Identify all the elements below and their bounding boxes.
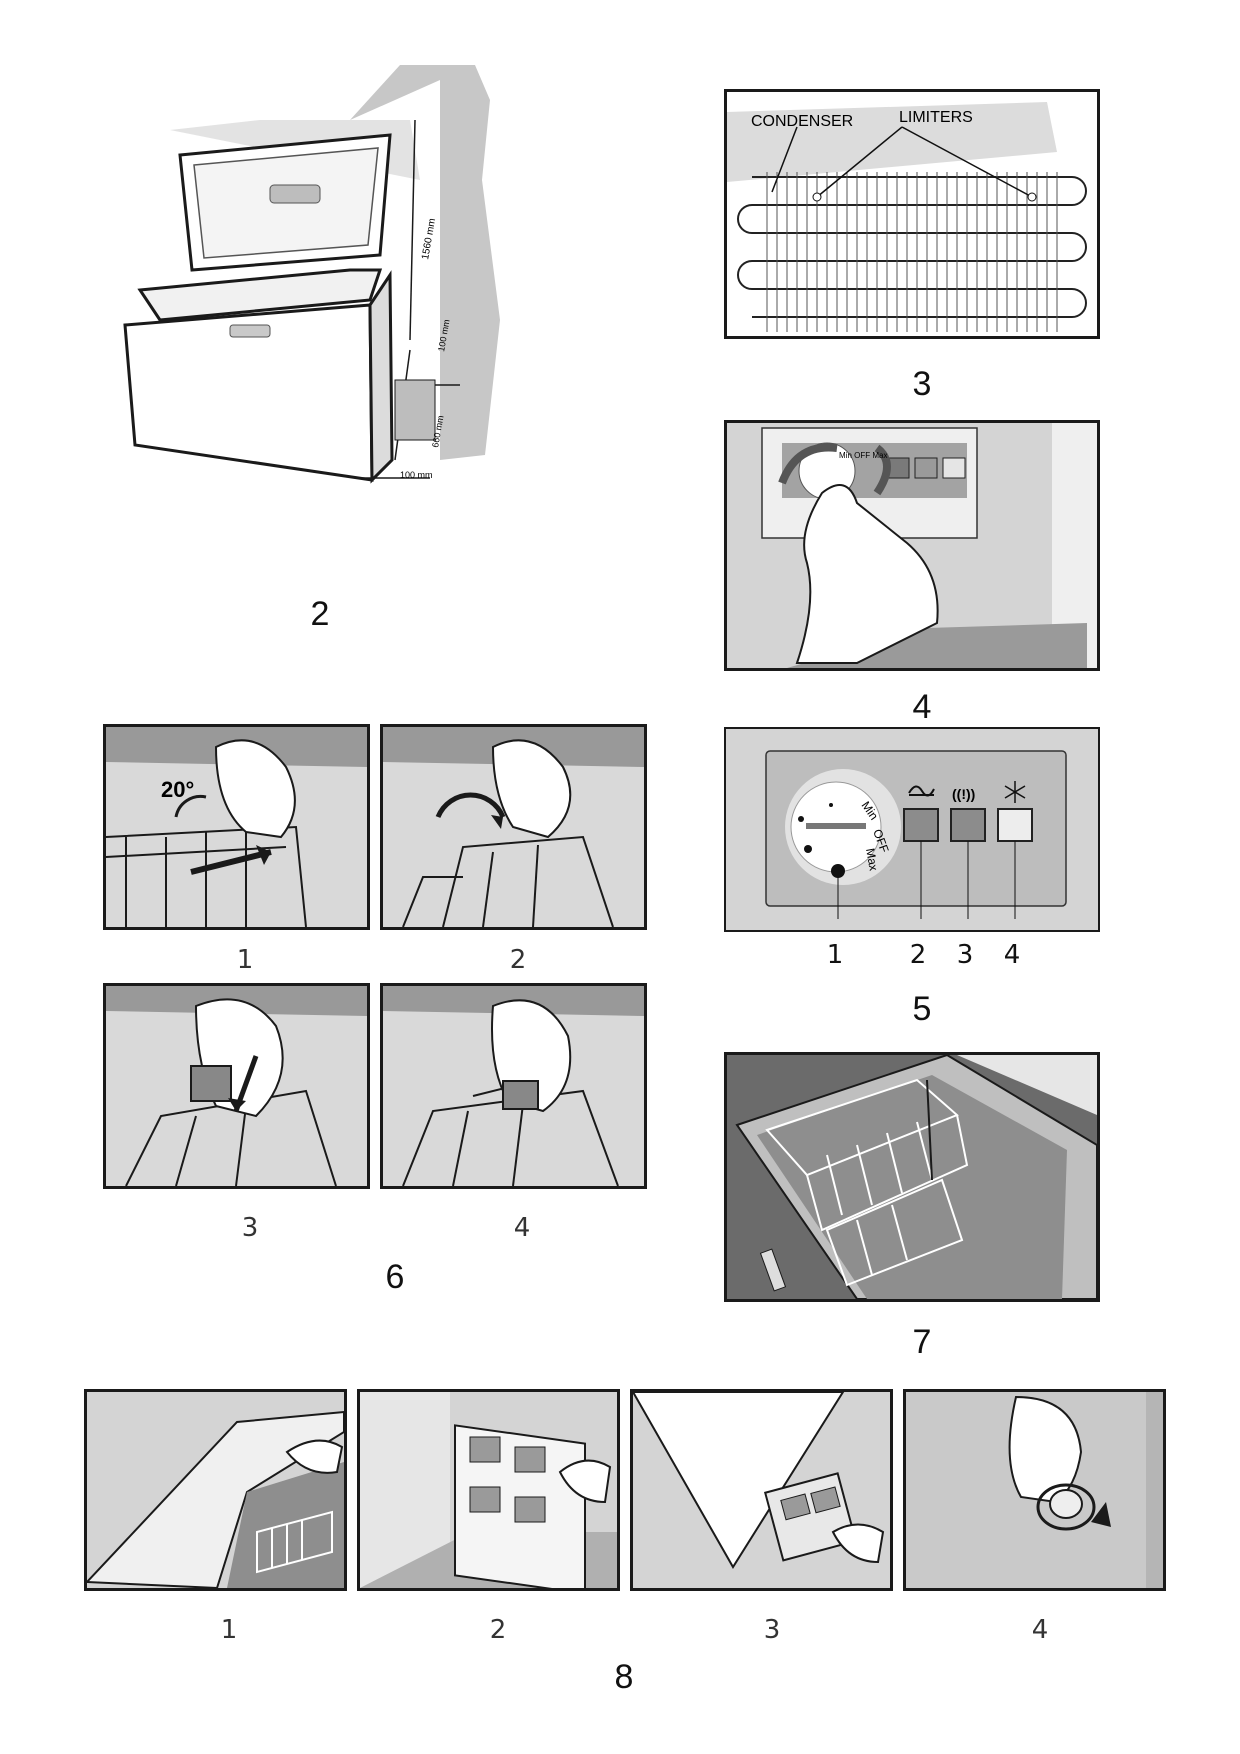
basket-icon [402, 835, 614, 927]
fig5-callout-3: 3 [956, 940, 974, 970]
hand-icon [795, 484, 939, 664]
figure-5-panel: Min OFF Max ((!)) [724, 727, 1100, 932]
fig6-step-1-label: 1 [236, 945, 254, 975]
figure-6-step-1: 20° [103, 724, 370, 930]
basket-icon [256, 1510, 333, 1574]
fig5-callout-1: 1 [826, 940, 844, 970]
figure-8-step-2 [357, 1389, 620, 1591]
drain-plug-icon [1036, 1483, 1111, 1531]
dial-scale-text: Min OFF Max [839, 451, 887, 460]
hand-icon [214, 739, 296, 839]
figure-4-panel: Min OFF Max [724, 420, 1100, 671]
figure-4-number: 4 [912, 688, 932, 726]
fig5-callout-2: 2 [909, 940, 927, 970]
figure-6-step-3 [103, 983, 370, 1189]
basket-icon [106, 825, 307, 927]
figure-3-number: 3 [912, 365, 932, 403]
dim-height-label: 1560 mm [420, 218, 438, 261]
hand-icon [831, 1523, 885, 1564]
figure-2: 1560 mm 100 mm 660 mm 100 mm [110, 60, 530, 560]
limiters-label: LIMITERS [899, 109, 973, 126]
figure-8-number: 8 [614, 1658, 634, 1696]
hand-icon [285, 1439, 344, 1474]
angle-label: 20° [161, 777, 194, 802]
basket-icon [765, 1078, 969, 1287]
hand-icon [558, 1459, 612, 1504]
fig8-step-4-label: 4 [1031, 1615, 1049, 1645]
fig8-step-3-label: 3 [763, 1615, 781, 1645]
fig6-step-4-label: 4 [513, 1213, 531, 1243]
fig5-callout-4: 4 [1003, 940, 1021, 970]
alarm-icon: ((!)) [952, 786, 975, 802]
fig8-step-1-label: 1 [220, 1615, 238, 1645]
thermostat-dial-icon: Min OFF Max [727, 423, 1097, 668]
figure-8-step-3 [630, 1389, 893, 1591]
figure-2-number: 2 [310, 595, 330, 633]
snowflake-icon [1004, 781, 1026, 803]
figure-6-number: 6 [385, 1258, 405, 1296]
hand-icon [491, 739, 572, 839]
condenser-icon: CONDENSER LIMITERS [727, 102, 1087, 332]
figure-8-step-1 [84, 1389, 347, 1591]
dim-back-gap-label: 100 mm [400, 470, 433, 480]
fig8-step-2-label: 2 [489, 1615, 507, 1645]
power-wave-icon [908, 785, 935, 797]
figure-3-panel: CONDENSER LIMITERS [724, 89, 1100, 339]
superfreeze-indicator-lamp [997, 808, 1033, 842]
condenser-label: CONDENSER [751, 113, 853, 130]
figure-7-panel [724, 1052, 1100, 1302]
figure-5-number: 5 [912, 990, 932, 1028]
figure-6-step-2 [380, 724, 647, 930]
figure-7-number: 7 [912, 1323, 932, 1361]
figure-8-step-4 [903, 1389, 1166, 1591]
freezer-chest-icon: 1560 mm 100 mm 660 mm 100 mm [123, 65, 500, 484]
dial-max-label: Max [863, 847, 881, 872]
power-indicator-lamp [903, 808, 939, 842]
fig6-step-3-label: 3 [241, 1213, 259, 1243]
alarm-indicator-lamp [950, 808, 986, 842]
fig6-step-2-label: 2 [509, 945, 527, 975]
figure-6-step-4 [380, 983, 647, 1189]
